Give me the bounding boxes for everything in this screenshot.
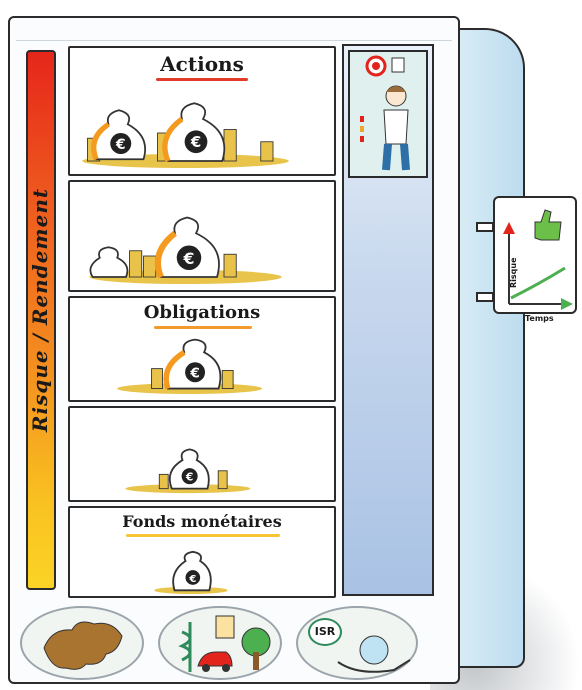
shelf-obligations[interactable]: Obligations € <box>68 296 336 402</box>
elevator-cabin[interactable] <box>348 50 428 178</box>
svg-text:€: € <box>188 574 196 585</box>
money-bag-icon <box>162 102 226 163</box>
shelf-fonds-monetaires[interactable]: Fonds monétaires € <box>68 506 336 598</box>
money-bags-icon: € € <box>82 102 289 168</box>
svg-text:€: € <box>183 249 195 268</box>
risk-time-chart-icon <box>503 209 573 310</box>
sign-bracket <box>476 292 494 302</box>
risk-gradient-bar <box>26 50 56 590</box>
sign-x-label: Temps <box>525 314 554 323</box>
svg-text:€: € <box>190 133 201 151</box>
sign-bracket <box>476 222 494 232</box>
isr-hand-globe-icon <box>337 635 411 673</box>
cabinet-side-panel <box>457 28 525 668</box>
shelf-title: Fonds monétaires <box>122 512 282 531</box>
health-industry-oval[interactable] <box>158 606 282 680</box>
shelf-title: Actions <box>160 52 244 76</box>
money-bags-icon: € <box>125 448 251 494</box>
money-bag-icon <box>89 246 129 278</box>
person-in-elevator-icon <box>360 55 410 171</box>
shelf-obligations-2[interactable]: € <box>68 406 336 502</box>
money-bags-icon: € <box>117 338 263 394</box>
shelf-title: Obligations <box>143 302 261 323</box>
title-underline <box>126 534 280 537</box>
risk-axis-label: Risque / Rendement <box>28 187 52 433</box>
title-underline <box>154 326 252 329</box>
svg-text:€: € <box>185 471 193 484</box>
title-underline <box>156 78 248 81</box>
shelf-actions[interactable]: Actions € € <box>68 46 336 176</box>
europe-map-icon <box>43 621 123 670</box>
money-bags-icon: € <box>89 216 282 284</box>
europe-oval[interactable] <box>20 606 144 680</box>
cabinet-top-strip <box>16 22 452 41</box>
svg-text:€: € <box>189 366 199 382</box>
thumbs-up-icon <box>534 209 562 241</box>
shelf-actions-2[interactable]: € <box>68 180 336 292</box>
sign-y-label: Risque <box>509 257 518 288</box>
isr-oval[interactable]: ISR <box>296 606 418 680</box>
money-bag-icon <box>91 109 147 161</box>
isr-badge: ISR <box>308 618 342 646</box>
performance-sign: Risque Temps <box>493 196 577 323</box>
money-bags-icon: € <box>154 550 228 594</box>
health-industry-icon <box>178 615 271 672</box>
euro-symbol: € <box>115 137 126 153</box>
